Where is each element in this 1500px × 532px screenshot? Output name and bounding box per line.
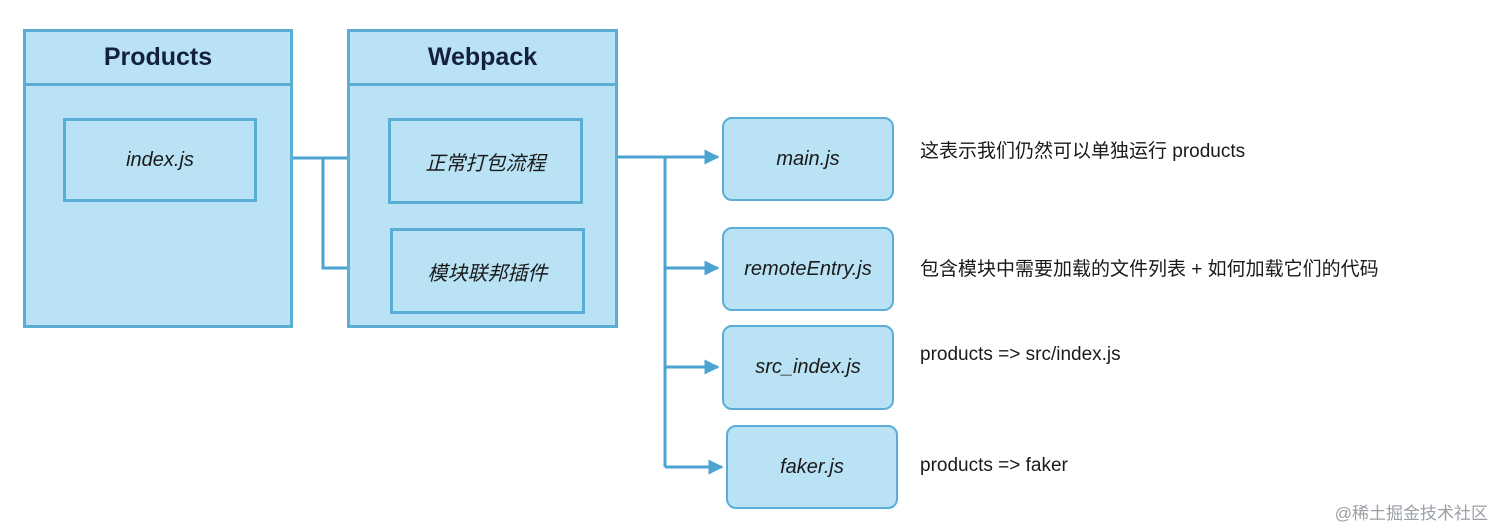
- remote-entry-js-box: remoteEntry.js: [722, 227, 894, 311]
- webpack-title: Webpack: [350, 32, 615, 86]
- remote-entry-js-note: 包含模块中需要加载的文件列表 + 如何加载它们的代码: [920, 259, 1379, 280]
- normal-build-box: 正常打包流程: [388, 118, 583, 204]
- products-title: Products: [26, 32, 290, 86]
- faker-js-note: products => faker: [920, 455, 1068, 476]
- watermark: @稀土掘金技术社区: [1334, 504, 1488, 523]
- module-federation-plugin-box: 模块联邦插件: [390, 228, 585, 314]
- products-group: Products index.js: [23, 29, 293, 328]
- src-index-js-note: products => src/index.js: [920, 344, 1121, 365]
- src-index-js-box: src_index.js: [722, 325, 894, 410]
- main-js-box: main.js: [722, 117, 894, 201]
- faker-js-box: faker.js: [726, 425, 898, 509]
- webpack-group: Webpack 正常打包流程 模块联邦插件: [347, 29, 618, 328]
- index-js-box: index.js: [63, 118, 257, 202]
- main-js-note: 这表示我们仍然可以单独运行 products: [920, 141, 1246, 162]
